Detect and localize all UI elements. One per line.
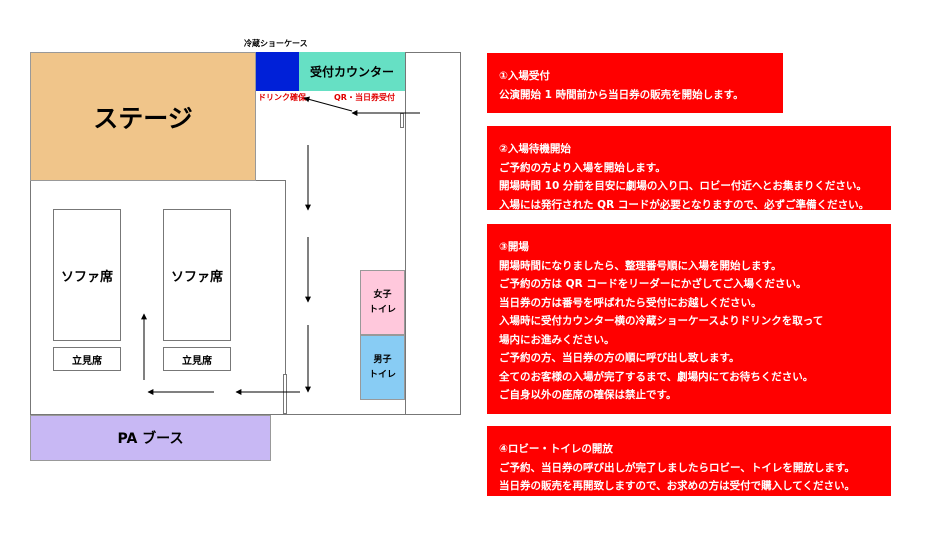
pa-booth: PA ブース [30,415,271,461]
note-title: ③開場 [499,241,529,253]
stage-label: ステージ [93,103,193,133]
note-title: ④ロビー・トイレの開放 [499,443,613,455]
note-line: ご予約、当日券の呼び出しが完了しましたらロビー、トイレを開放します。 [499,461,855,474]
corridor-divider [405,52,406,415]
standing-left-label: 立見席 [72,355,102,367]
note-line: 当日券の方は番号を呼ばれたら受付にお越しください。 [499,296,762,309]
note-waiting-start: ②入場待機開始 ご予約の方より入場を開始します。 開場時間 10 分前を目安に劇… [487,126,891,211]
sofa-right-label: ソファ席 [170,269,223,285]
note-doors-open: ③開場 開場時間になりましたら、整理番号順に入場を開始します。 ご予約の方は Q… [487,224,891,414]
sofa-left-label: ソファ席 [60,269,113,285]
standing-left: 立見席 [53,347,121,371]
note-line: 当日券の販売を再開致しますので、お求めの方は受付で購入してください。 [499,480,855,492]
note-line: ご予約の方より入場を開始します。 [499,161,666,174]
note-line: ご自身以外の座席の確保は禁止です。 [499,389,677,401]
drink-label: ドリンク確保 [258,93,306,102]
note-entry-reception: ①入場受付 公演開始 1 時間前から当日券の販売を開始します。 [487,53,783,113]
qr-label: QR・当日券受付 [334,93,395,102]
hall-outline [30,180,286,415]
standing-right-label: 立見席 [182,355,212,367]
note-line: 入場時に受付カウンター横の冷蔵ショーケースよりドリンクを取って [499,315,824,327]
standing-right: 立見席 [163,347,231,371]
female-toilet-label: 女子 トイレ [368,289,396,315]
reception-counter: 受付カウンター [299,52,405,91]
drink-showcase [256,52,299,91]
stage: ステージ [30,52,256,181]
note-line: 開場時間になりましたら、整理番号順に入場を開始します。 [499,259,782,272]
note-line: 全てのお客様の入場が完了するまで、劇場内にてお待ちください。 [499,370,814,383]
note-title: ①入場受付 [499,70,550,82]
note-line: 場内にお進みください。 [499,333,615,346]
showcase-label: 冷蔵ショーケース [244,39,308,48]
note-line: 入場には発行された QR コードが必要となりますので、必ずご準備ください。 [499,198,870,211]
note-line: 開場時間 10 分前を目安に劇場の入り口、ロビー付近へとお集まりください。 [499,180,867,192]
note-title: ②入場待機開始 [499,143,571,155]
pa-label: PA ブース [117,431,184,447]
male-toilet: 男子 トイレ [360,335,405,400]
hall-door [283,374,287,414]
note-lobby-toilet-open: ④ロビー・トイレの開放 ご予約、当日券の呼び出しが完了しましたらロビー、トイレを… [487,426,891,496]
arrow-to-drink [303,96,353,112]
note-line: ご予約の方は QR コードをリーダーにかざしてご入場ください。 [499,278,807,290]
note-line: ご予約の方、当日券の方の順に呼び出し致します。 [499,352,740,364]
note-line: 公演開始 1 時間前から当日券の販売を開始します。 [499,88,744,101]
reception-label: 受付カウンター [309,65,394,79]
male-toilet-label: 男子 トイレ [368,354,396,380]
sofa-left: ソファ席 [53,209,121,341]
sofa-right: ソファ席 [163,209,231,341]
female-toilet: 女子 トイレ [360,270,405,335]
